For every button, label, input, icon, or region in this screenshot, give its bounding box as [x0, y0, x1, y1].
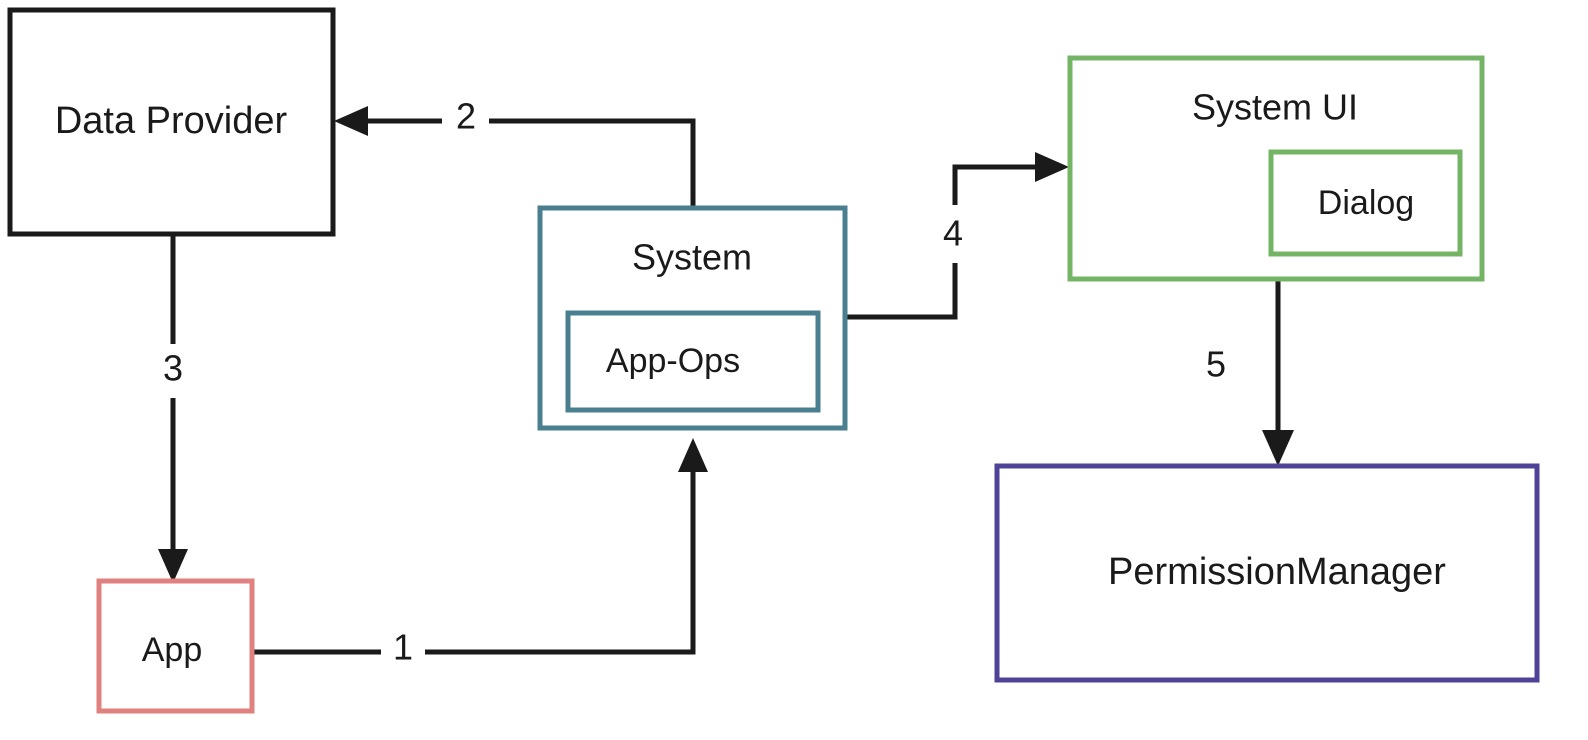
edge-2-label: 2	[456, 96, 476, 137]
edge-2-arrow-head	[334, 106, 368, 136]
edge-1-label: 1	[393, 627, 413, 668]
data-provider-box[interactable]	[7, 7, 336, 237]
edge-4-system-to-system-ui: 4	[845, 152, 1069, 320]
edge-2-segment-right	[489, 118, 696, 208]
node-app[interactable]: App	[96, 578, 255, 714]
node-app-ops[interactable]: App-Ops	[565, 310, 821, 413]
node-data-provider[interactable]: Data Provider	[7, 7, 336, 237]
system-label: System	[632, 237, 752, 278]
node-dialog[interactable]: Dialog	[1268, 149, 1463, 257]
edge-4-segment-upper	[952, 164, 1050, 205]
edge-3-data-provider-to-app: 3	[158, 234, 188, 583]
edge-4-label: 4	[943, 213, 963, 254]
dialog-box[interactable]	[1268, 149, 1463, 257]
edge-3-label: 3	[163, 348, 183, 389]
permission-manager-box[interactable]	[994, 463, 1540, 683]
app-ops-box[interactable]	[565, 310, 821, 413]
edge-1-arrow-head	[678, 438, 708, 472]
edge-3-arrow-head	[158, 549, 188, 583]
edge-4-segment-lower	[845, 263, 958, 320]
app-box[interactable]	[96, 578, 255, 714]
data-provider-label: Data Provider	[55, 100, 288, 142]
node-system-ui[interactable]: System UI Dialog	[1067, 55, 1485, 282]
edge-1-app-to-system: 1	[252, 438, 708, 668]
dialog-label: Dialog	[1318, 184, 1414, 222]
system-ui-label: System UI	[1192, 87, 1358, 128]
node-permission-manager[interactable]: PermissionManager	[994, 463, 1540, 683]
permission-manager-label: PermissionManager	[1108, 551, 1446, 593]
edge-5-label: 5	[1206, 344, 1226, 385]
node-system[interactable]: System App-Ops	[537, 205, 848, 431]
edge-5-arrow-head	[1262, 430, 1294, 466]
app-label: App	[142, 631, 203, 669]
edge-4-arrow-head	[1035, 152, 1069, 182]
edge-2-system-to-data-provider: 2	[334, 96, 696, 208]
edge-5-system-ui-to-permission-manager: 5	[1206, 279, 1294, 466]
edge-1-segment-right	[425, 453, 696, 655]
app-ops-label: App-Ops	[606, 342, 740, 380]
